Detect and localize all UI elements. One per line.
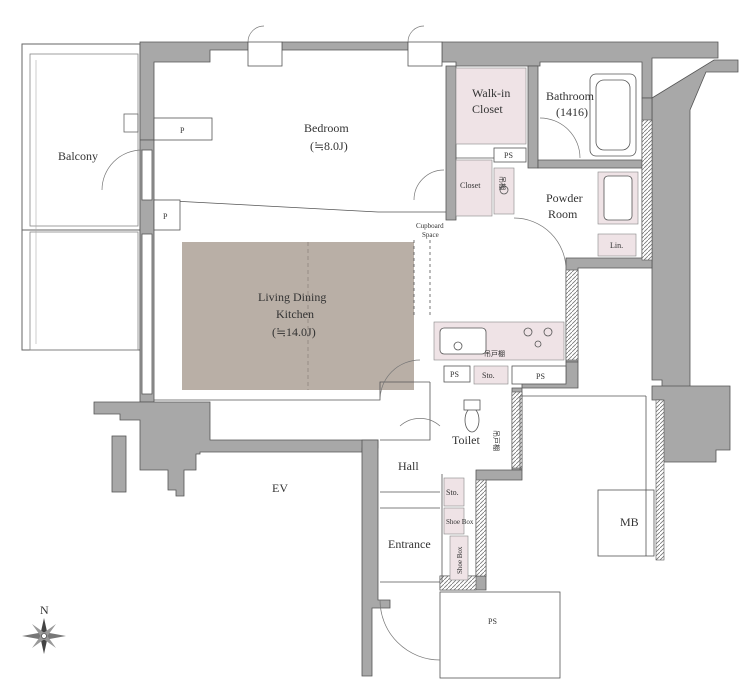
room-labels: Balcony Bedroom (≒8.0J) Walk-in Closet B… <box>58 86 639 551</box>
label-walkin-2: Closet <box>472 102 503 116</box>
label-bathroom: Bathroom <box>546 89 595 103</box>
label-ldk-area: (≒14.0J) <box>272 325 316 339</box>
label-ps-4: PS <box>488 617 497 626</box>
label-p-2: P <box>163 212 168 221</box>
label-ps-3: PS <box>536 372 545 381</box>
label-closet-shelf: 吊棚 <box>498 176 507 190</box>
label-toilet: Toilet <box>452 433 480 447</box>
balcony-area <box>21 43 141 351</box>
label-p-1: P <box>180 126 185 135</box>
label-sto-1: Sto. <box>482 371 495 380</box>
label-shoe-box-2: Shoe Box <box>456 546 464 574</box>
label-kitchen-shelf: 吊戸棚 <box>484 349 505 358</box>
compass-north-label: N <box>40 603 49 617</box>
compass: N <box>22 603 66 654</box>
label-hall: Hall <box>398 459 419 473</box>
door-swings <box>101 25 581 661</box>
label-balcony: Balcony <box>58 149 98 163</box>
label-lin: Lin. <box>610 241 623 250</box>
label-cupboard-2: Space <box>422 231 439 239</box>
label-ps-2: PS <box>450 370 459 379</box>
fixtures <box>153 73 655 679</box>
windows <box>141 41 443 395</box>
small-labels: P P PS PS PS PS Sto. Sto. Lin. Shoe Box … <box>163 126 623 626</box>
label-closet: Closet <box>460 181 481 190</box>
label-bedroom: Bedroom <box>304 121 349 135</box>
label-mb: MB <box>620 515 639 529</box>
label-toilet-shelf: 吊戸棚 <box>492 430 501 451</box>
label-shoe-box-1: Shoe Box <box>446 518 474 526</box>
label-ev: EV <box>272 481 288 495</box>
label-walkin-1: Walk-in <box>472 86 510 100</box>
label-ldk-1: Living Dining <box>258 290 326 304</box>
label-powder-2: Room <box>548 207 578 221</box>
label-entrance: Entrance <box>388 537 431 551</box>
label-powder-1: Powder <box>546 191 583 205</box>
label-ps-1: PS <box>504 151 513 160</box>
label-bathroom-size: (1416) <box>556 105 588 119</box>
label-bedroom-area: (≒8.0J) <box>310 139 348 153</box>
label-ldk-2: Kitchen <box>276 307 314 321</box>
label-cupboard-1: Cupboard <box>416 222 444 230</box>
label-sto-2: Sto. <box>446 488 459 497</box>
